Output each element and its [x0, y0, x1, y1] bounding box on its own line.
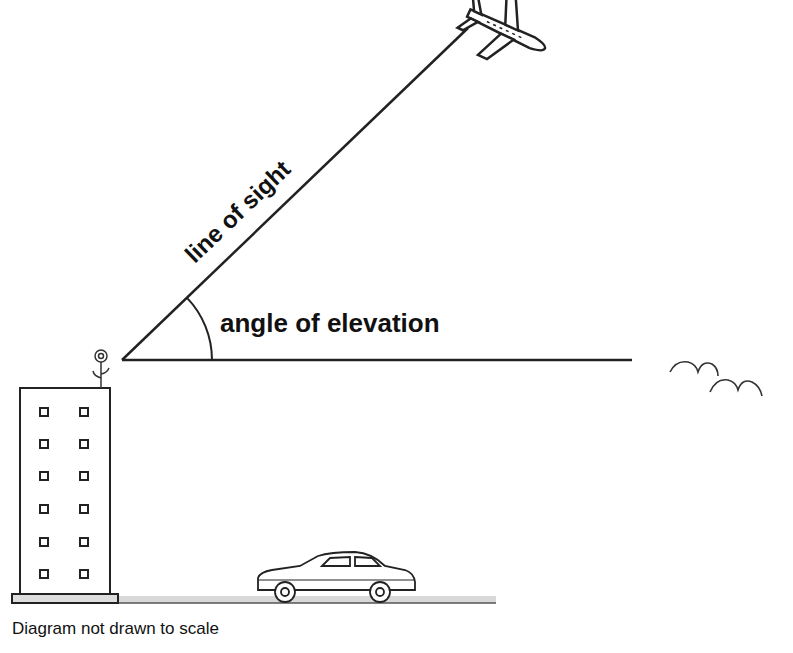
building: [12, 388, 118, 603]
sight-line: [122, 28, 468, 360]
angle-label: angle of elevation: [220, 309, 440, 338]
scale-note: Diagram not drawn to scale: [12, 620, 219, 639]
angle-arc: [187, 298, 212, 360]
observer: [93, 350, 109, 388]
horizontal-line: [122, 359, 632, 362]
sight-label: line of sight: [178, 154, 298, 270]
birds: [670, 362, 762, 396]
car: [258, 552, 415, 602]
airplane: [451, 0, 559, 79]
